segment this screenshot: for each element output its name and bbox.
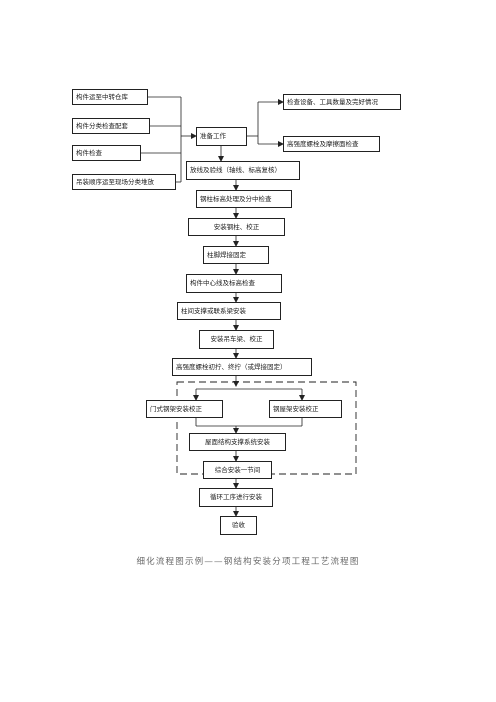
branch-portal-frame: 门式钢架安装校正 [146, 400, 223, 418]
step-move-to-warehouse: 构件运至中转仓库 [72, 89, 148, 105]
step-crane-beam: 安装吊车梁、校正 [199, 330, 274, 349]
step-install-columns: 安装钢柱、校正 [188, 218, 285, 236]
step-setting-out: 放线及验线（轴线、标高复核） [186, 161, 300, 180]
step-preparation: 准备工作 [196, 127, 247, 146]
step-repeat-cycle: 循环工序进行安装 [199, 488, 273, 507]
step-column-base-welding: 柱脚焊接固定 [203, 246, 269, 264]
step-bracing-install: 柱间支撑或联系梁安装 [177, 302, 281, 320]
check-bolts-friction: 高强度螺栓及摩擦面检查 [283, 136, 380, 152]
branch-roof-truss: 钢屋架安装校正 [269, 400, 342, 418]
step-component-inspection: 构件检查 [72, 145, 141, 161]
step-sort-and-match: 构件分类检查配套 [72, 118, 150, 134]
step-roof-bracing: 屋面结构支撑系统安装 [189, 433, 286, 451]
check-equipment-tools: 检查设备、工具数量及完好情况 [283, 94, 401, 110]
step-acceptance: 验收 [220, 516, 257, 535]
step-deliver-to-site: 吊装顺序运至现场分类堆放 [72, 174, 176, 190]
step-bolt-tightening: 高强度螺栓初拧、终拧（或焊接固定） [172, 358, 312, 376]
step-centerline-check: 构件中心线及标高检查 [186, 274, 282, 293]
loop-frame [176, 381, 357, 475]
figure-caption: 细化流程图示例——钢结构安装分项工程工艺流程图 [136, 557, 360, 567]
step-one-bay: 综合安装一节间 [203, 461, 272, 479]
step-column-elevation: 钢柱标高处理及分中检查 [196, 190, 292, 208]
